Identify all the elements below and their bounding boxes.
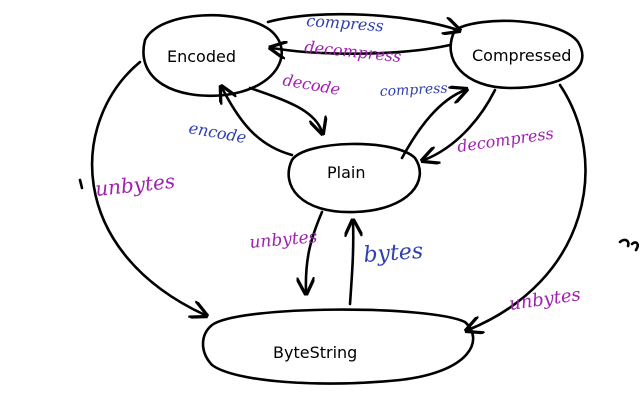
node-compressed: Compressed bbox=[449, 19, 584, 90]
label-encode: encode bbox=[187, 118, 247, 147]
node-encoded-outline bbox=[142, 13, 283, 98]
label-compress-plain: compress bbox=[379, 80, 448, 100]
stray-mark-left bbox=[78, 178, 84, 190]
node-plain-label: Plain bbox=[327, 163, 365, 182]
edge-encoded-to-plain bbox=[248, 86, 322, 132]
node-encoded: Encoded bbox=[142, 13, 283, 98]
edge-encoded-to-bytestring bbox=[90, 60, 205, 315]
label-bytes: bytes bbox=[363, 239, 424, 268]
edge-plain-to-bytestring bbox=[306, 210, 324, 292]
node-bytestring: ByteString bbox=[201, 308, 475, 385]
node-compressed-outline bbox=[449, 19, 584, 90]
label-decompress-top: decompress bbox=[304, 37, 403, 66]
node-plain-outline bbox=[287, 142, 422, 214]
node-bytestring-label: ByteString bbox=[273, 343, 357, 362]
stray-mark bbox=[618, 238, 639, 252]
node-plain: Plain bbox=[287, 142, 422, 214]
label-unbytes-left: unbytes bbox=[94, 169, 176, 201]
node-compressed-label: Compressed bbox=[472, 46, 571, 65]
edge-compressed-to-plain bbox=[424, 88, 497, 160]
edge-plain-to-encoded bbox=[222, 88, 294, 157]
edge-encoded-to-compressed bbox=[266, 12, 458, 30]
edge-compressed-to-bytestring bbox=[468, 83, 587, 330]
node-encoded-label: Encoded bbox=[167, 47, 236, 66]
edge-plain-to-compressed bbox=[400, 90, 465, 160]
label-unbytes-center: unbytes bbox=[249, 227, 319, 253]
label-unbytes-right: unbytes bbox=[508, 284, 582, 315]
label-decompress-plain: decompress bbox=[456, 124, 555, 156]
edge-compressed-to-encoded bbox=[272, 45, 452, 54]
label-compress-top: compress bbox=[306, 11, 385, 35]
label-decode: decode bbox=[281, 70, 341, 99]
node-bytestring-outline bbox=[201, 308, 475, 385]
edge-bytestring-to-plain bbox=[350, 222, 353, 306]
